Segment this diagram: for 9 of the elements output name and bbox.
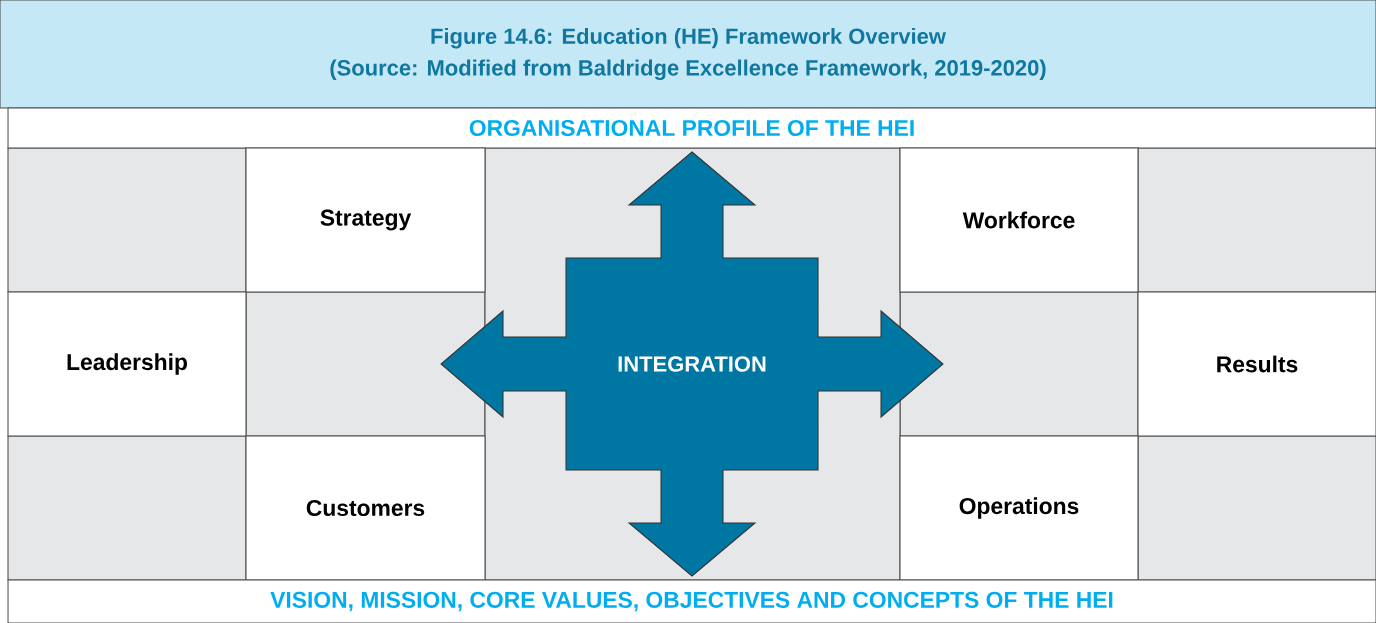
heading-band: ORGANISATIONAL PROFILE OF THE HEI xyxy=(7,107,1376,149)
category-box: Results xyxy=(1137,291,1376,437)
category-box: Leadership xyxy=(7,291,247,437)
category-box: Strategy xyxy=(245,147,486,293)
category-box: Workforce xyxy=(899,147,1139,293)
category-box: Operations xyxy=(899,435,1139,581)
heading-band: VISION, MISSION, CORE VALUES, OBJECTIVES AND CONCEPTS OF THE HEI xyxy=(7,579,1376,623)
category-box: Customers xyxy=(245,435,486,581)
title-banner: Figure 14.6: Education (HE) Framework Overview (Source: Modified from Baldridge Excellence Framework, 2019-2020) xyxy=(0,0,1376,109)
